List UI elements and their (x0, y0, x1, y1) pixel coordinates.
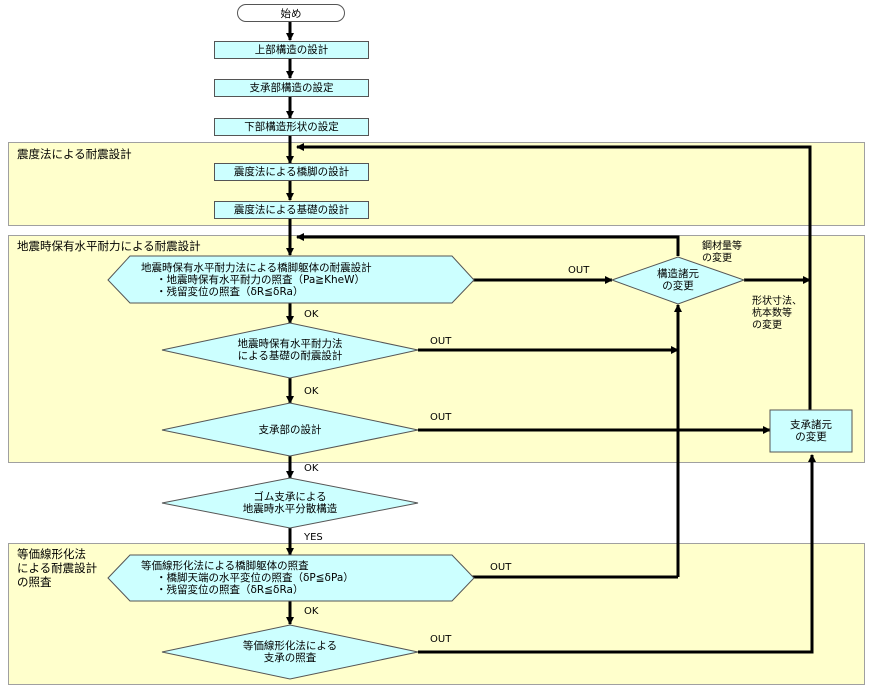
rubber-bearing-diamond (161, 477, 419, 529)
bearing-structure-label: 支承部構造の設定 (249, 81, 334, 94)
pier-body-text: 地震時保有水平耐力法による橋脚躯体の耐震設計 ・地震時保有水平耐力の照査（Pa≧… (130, 258, 452, 302)
ok-label-2: OK (304, 386, 319, 397)
bearing-design-text: 支承部の設計 (258, 424, 322, 436)
band-seismic-coefficient-title: 震度法による耐震設計 (17, 147, 132, 161)
connector-return-top (296, 143, 812, 432)
equiv-check2: ・残留変位の照査（δR≦δRa） (156, 584, 304, 596)
out-label-foundation-seismic: OUT (430, 336, 452, 347)
out-label-equiv-bearing: OUT (430, 634, 452, 645)
equiv-text: 等価線形化法による橋脚躯体の照査 ・橋脚天端の水平変位の照査（δP≦δPa） ・… (130, 556, 452, 600)
seismic-coef-foundation-box: 震度法による基礎の設計 (214, 201, 369, 219)
ok-label-4: OK (304, 606, 319, 617)
structure-spec-change-diamond (610, 256, 746, 305)
band-lateral-capacity-title: 地震時保有水平耐力による耐震設計 (17, 239, 201, 253)
foundation-seismic-diamond (161, 322, 419, 379)
ok-label-3: OK (304, 463, 319, 474)
substructure-shape-box: 下部構造形状の設定 (214, 118, 369, 136)
shape-change-label: 形状寸法、 杭本数等 の変更 (752, 296, 802, 331)
pier-body-check1: ・地震時保有水平耐力の照査（Pa≧KheW） (156, 274, 365, 286)
seismic-coef-pier-box: 震度法による橋脚の設計 (214, 163, 369, 181)
bearing-structure-box: 支承部構造の設定 (214, 79, 369, 97)
rubber-bearing-text: ゴム支承による 地震時水平分散構造 (242, 491, 338, 515)
equiv-bearing-text: 等価線形化法による 支承の照査 (242, 640, 338, 664)
connector-structurechange-back (296, 233, 680, 256)
pier-body-title: 地震時保有水平耐力法による橋脚躯体の耐震設計 (141, 262, 372, 274)
ok-label-1: OK (304, 309, 319, 320)
equiv-check1: ・橋脚天端の水平変位の照査（δP≦δPa） (156, 572, 354, 584)
out-label-bearing-design: OUT (430, 412, 452, 423)
equiv-hexagon (107, 554, 475, 602)
pier-body-hexagon (107, 255, 475, 304)
connector-equivbearing-out (418, 454, 816, 654)
superstructure-label: 上部構造の設計 (254, 43, 329, 56)
start-terminal: 始め (237, 4, 345, 22)
out-label-equiv: OUT (490, 562, 512, 573)
foundation-seismic-text: 地震時保有水平耐力法 による基礎の耐震設計 (237, 338, 343, 362)
equiv-title: 等価線形化法による橋脚躯体の照査 (141, 560, 309, 572)
substructure-shape-label: 下部構造形状の設定 (244, 120, 339, 133)
seismic-coef-pier-label: 震度法による橋脚の設計 (233, 165, 350, 178)
equiv-bearing-diamond (161, 624, 419, 680)
pier-body-check2: ・残留変位の照査（δR≦δRa） (156, 286, 304, 298)
band-seismic-coefficient: 震度法による耐震設計 (8, 142, 865, 226)
bearing-design-diamond (161, 402, 419, 457)
bearing-spec-change-box (769, 409, 853, 453)
start-label: 始め (280, 7, 302, 20)
superstructure-box: 上部構造の設計 (214, 41, 369, 59)
structure-spec-change-text: 構造諸元 の変更 (657, 268, 699, 292)
steel-change-label: 鋼材量等 の変更 (702, 241, 742, 264)
bearing-spec-change-text: 支承諸元 の変更 (790, 419, 832, 443)
seismic-coef-foundation-label: 震度法による基礎の設計 (233, 203, 350, 216)
band-equivalent-linear-title: 等価線形化法 による耐震設計 の照査 (17, 547, 98, 589)
yes-label: YES (304, 532, 323, 543)
out-label-pier-body: OUT (568, 265, 590, 276)
